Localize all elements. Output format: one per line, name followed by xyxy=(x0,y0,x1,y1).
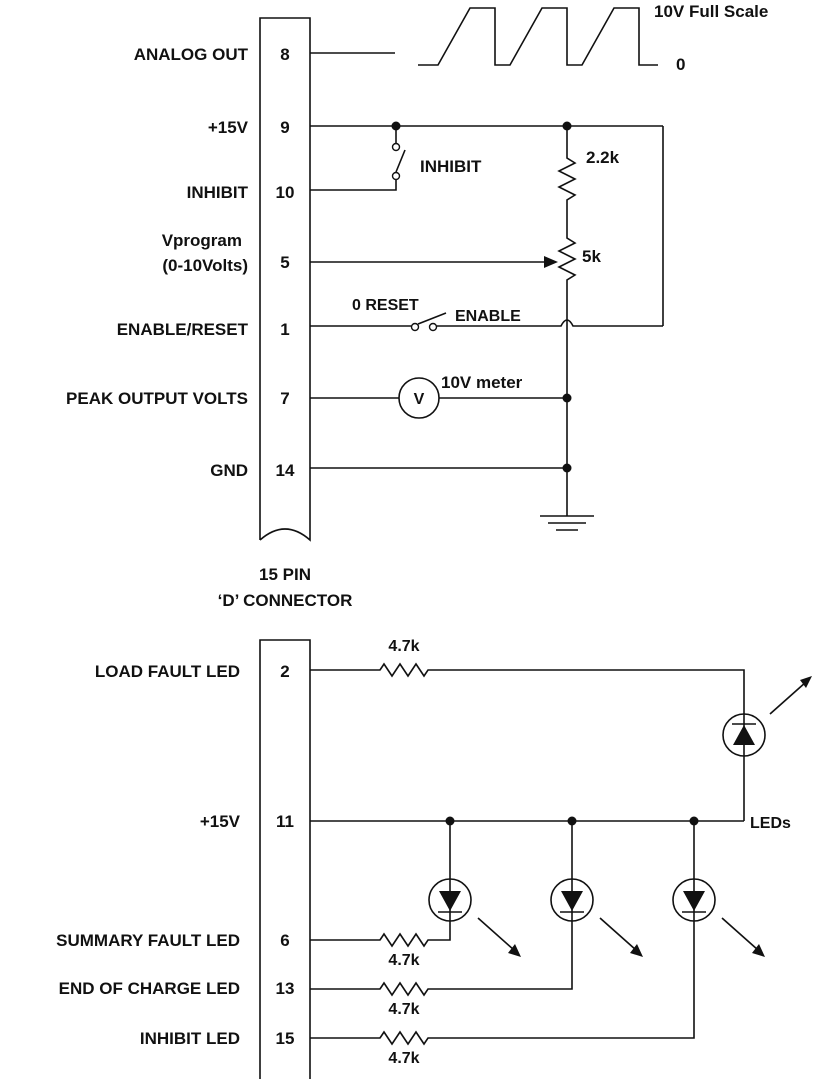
resistor-2-2k xyxy=(557,126,577,516)
inhibit-switch-label: INHIBIT xyxy=(420,157,482,176)
waveform-full-scale-label: 10V Full Scale xyxy=(654,2,768,21)
pin-label-enable-reset: ENABLE/RESET xyxy=(117,320,249,339)
enable-return-wire xyxy=(437,319,663,327)
inhibit-switch-blade xyxy=(395,149,406,173)
bottom-connector-body xyxy=(259,639,311,1079)
pin-number-1: 1 xyxy=(280,320,289,339)
leds-label: LEDs xyxy=(750,815,791,832)
meter-label: 10V meter xyxy=(441,373,523,392)
resistor-label-load-fault: 4.7k xyxy=(388,638,419,655)
inhibit-switch-contact xyxy=(391,142,401,152)
sawtooth-waveform xyxy=(418,7,658,66)
pin-number-10: 10 xyxy=(276,183,295,202)
pin-label-end-of-charge-led: END OF CHARGE LED xyxy=(59,979,240,998)
load-fault-resistor-wire xyxy=(310,662,745,714)
pin-label-inhibit: INHIBIT xyxy=(187,183,249,202)
connector-label-line-1: 15 PIN xyxy=(259,565,311,584)
pin-number-14: 14 xyxy=(276,461,295,480)
waveform-zero-label: 0 xyxy=(676,55,685,74)
top-connector-body xyxy=(259,17,311,542)
wiper-arrow-icon xyxy=(544,256,558,268)
resistor-label-summary-fault: 4.7k xyxy=(388,952,419,969)
pin-label-plus15v: +15V xyxy=(208,118,249,137)
inhibit-switch-contact xyxy=(391,171,401,181)
resistor-label-inhibit: 4.7k xyxy=(388,1050,419,1067)
led-load-fault-arrowhead-icon xyxy=(800,676,812,688)
enable-switch-contact xyxy=(410,322,420,332)
pin-number-13: 13 xyxy=(276,979,295,998)
pin-label-load-fault-led: LOAD FAULT LED xyxy=(95,662,240,681)
led-summary-fault-triangle xyxy=(439,891,461,911)
inhibit-resistor-wire xyxy=(310,921,695,1046)
led-summary-fault-arrow xyxy=(477,917,515,951)
pin-number-2: 2 xyxy=(280,662,289,681)
pin-label-vprogram-range: (0-10Volts) xyxy=(162,256,248,275)
resistor-2-2k-label: 2.2k xyxy=(586,148,620,167)
pin-label-analog-out: ANALOG OUT xyxy=(134,45,249,64)
led-end-of-charge-arrow xyxy=(599,917,637,951)
pot-5k-label: 5k xyxy=(582,247,601,266)
voltmeter-symbol: V xyxy=(414,391,425,408)
pin-number-9: 9 xyxy=(280,118,289,137)
pin-label-gnd: GND xyxy=(210,461,248,480)
led-inhibit-arrow xyxy=(721,917,759,951)
pin-number-8: 8 xyxy=(280,45,289,64)
enable-switch-contact xyxy=(428,322,438,332)
resistor-label-end-of-charge: 4.7k xyxy=(388,1001,419,1018)
pin-number-7: 7 xyxy=(280,389,289,408)
junction-dot xyxy=(562,463,572,473)
pin-label-summary-fault-led: SUMMARY FAULT LED xyxy=(56,931,240,950)
pin-number-11: 11 xyxy=(276,812,294,831)
led-inhibit-arrowhead-icon xyxy=(752,944,765,957)
enable-switch-blade xyxy=(417,312,447,325)
led-load-fault-triangle xyxy=(733,725,755,745)
pin-number-15: 15 xyxy=(276,1029,295,1048)
reset-label: 0 RESET xyxy=(352,297,419,314)
end-of-charge-resistor-wire xyxy=(310,921,573,997)
summary-fault-resistor-wire xyxy=(310,921,451,948)
led-inhibit-triangle xyxy=(683,891,705,911)
led-end-of-charge-arrowhead-icon xyxy=(630,944,643,957)
pin-label-peak-output-volts: PEAK OUTPUT VOLTS xyxy=(66,389,248,408)
pin-label-inhibit-led: INHIBIT LED xyxy=(140,1029,240,1048)
pin-label-plus15v-bottom: +15V xyxy=(200,812,241,831)
enable-label: ENABLE xyxy=(455,308,521,325)
led-load-fault-arrow xyxy=(769,681,807,715)
led-end-of-charge-triangle xyxy=(561,891,583,911)
pin-number-5: 5 xyxy=(280,253,289,272)
pin-number-6: 6 xyxy=(280,931,289,950)
inhibit-wire xyxy=(310,180,397,191)
pin-label-vprogram: Vprogram xyxy=(162,231,242,250)
junction-dot xyxy=(562,393,572,403)
connector-label-line-2: ‘D’ CONNECTOR xyxy=(218,591,353,610)
led-summary-fault-arrowhead-icon xyxy=(508,944,521,957)
